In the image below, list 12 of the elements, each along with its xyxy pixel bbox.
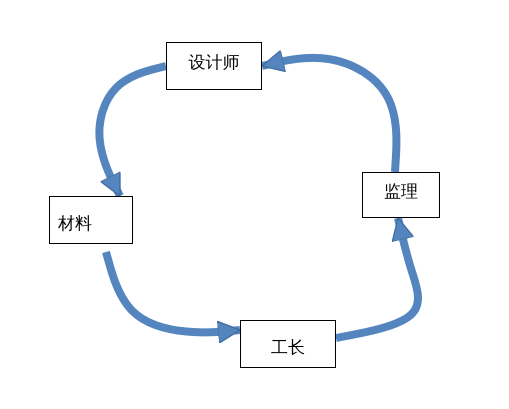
curved-arrow [102, 250, 241, 344]
curved-arrow [335, 217, 422, 342]
box-label: 工长 [271, 337, 305, 359]
curved-arrow [95, 62, 167, 198]
box-label: 设计师 [188, 52, 240, 74]
process-box [240, 320, 336, 368]
process-box [362, 172, 440, 218]
process-box [49, 196, 133, 244]
curved-arrow [261, 50, 400, 172]
box-label: 材料 [58, 213, 92, 235]
box-label: 监理 [384, 180, 418, 202]
process-box [166, 42, 262, 90]
